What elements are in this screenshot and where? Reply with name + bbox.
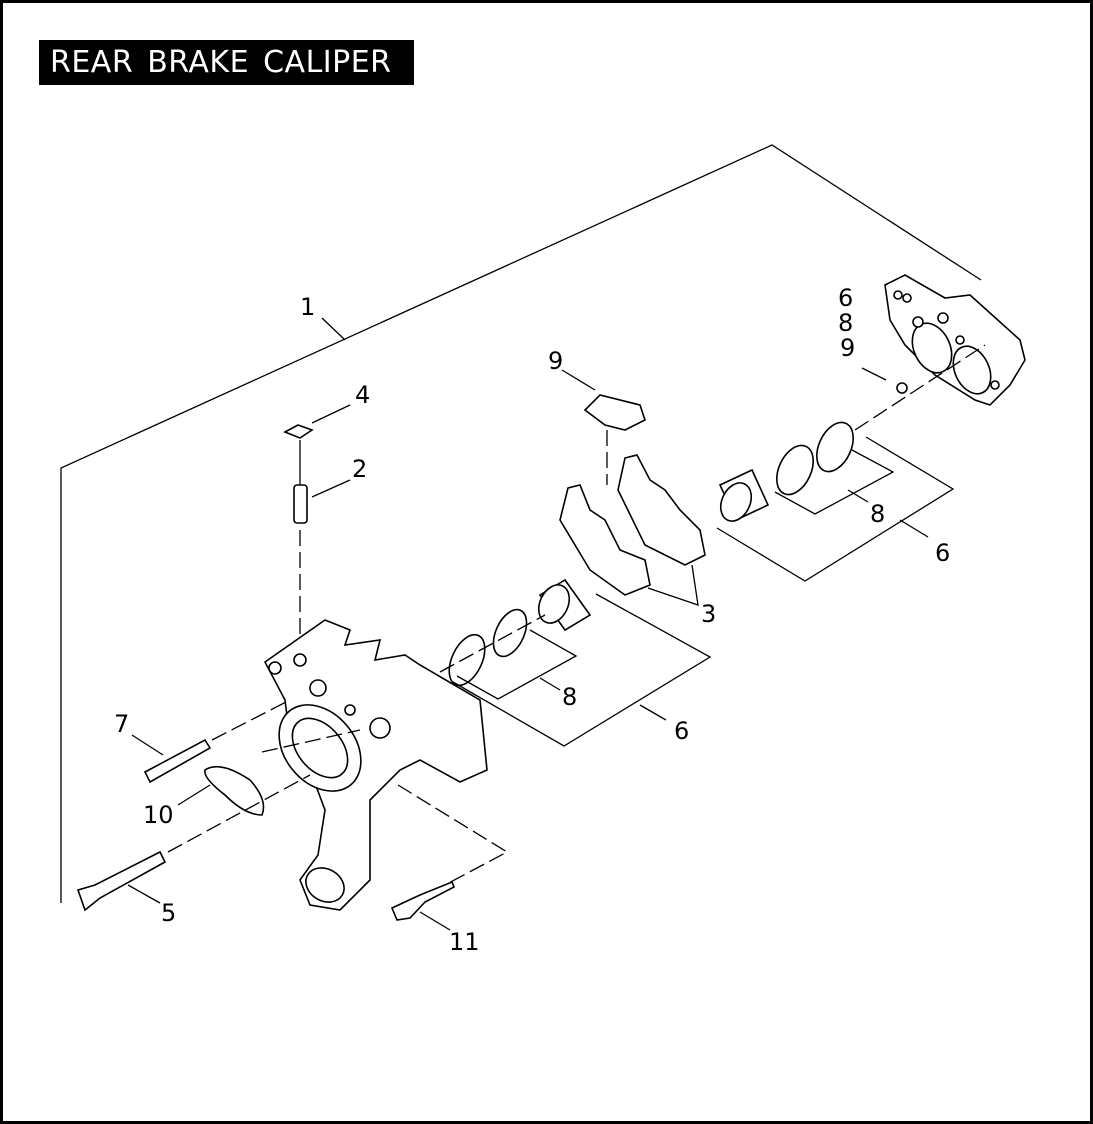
pad-pin: [390, 880, 456, 921]
brake-pad-outer: [617, 454, 706, 566]
callout-8: 8: [838, 309, 853, 337]
callout-3: 3: [701, 600, 716, 628]
seal-left-outer: [448, 633, 486, 687]
bleeder-cap: [283, 424, 314, 439]
bleeder-valve: [293, 484, 308, 524]
guide-pin: [143, 738, 212, 784]
brake-pad-inner: [559, 484, 651, 596]
seal-left-inner: [492, 608, 528, 658]
pad-clip: [583, 394, 646, 431]
diagram-title: REAR BRAKE CALIPER: [39, 40, 414, 85]
callout-2: 2: [352, 455, 367, 483]
callout-11: 11: [449, 928, 480, 956]
callout-5: 5: [161, 899, 176, 927]
callout-7: 7: [114, 710, 129, 738]
callout-1: 1: [300, 293, 315, 321]
callout-8: 8: [870, 500, 885, 528]
caliper-bracket: [263, 619, 488, 911]
callout-9: 9: [548, 347, 563, 375]
callout-6: 6: [838, 284, 853, 312]
mounting-bolt: [76, 850, 167, 912]
outer-caliper-housing: [884, 274, 1026, 406]
callout-6: 6: [935, 539, 950, 567]
pin-boot: [204, 765, 265, 816]
assembly-bracket: [60, 144, 982, 903]
seal-right-outer: [816, 421, 854, 473]
callout-8: 8: [562, 683, 577, 711]
callout-6: 6: [674, 717, 689, 745]
callout-10: 10: [143, 801, 174, 829]
leader-1: [321, 317, 346, 341]
callout-4: 4: [355, 381, 370, 409]
callout-9: 9: [840, 334, 855, 362]
seal-right-inner: [776, 444, 814, 496]
